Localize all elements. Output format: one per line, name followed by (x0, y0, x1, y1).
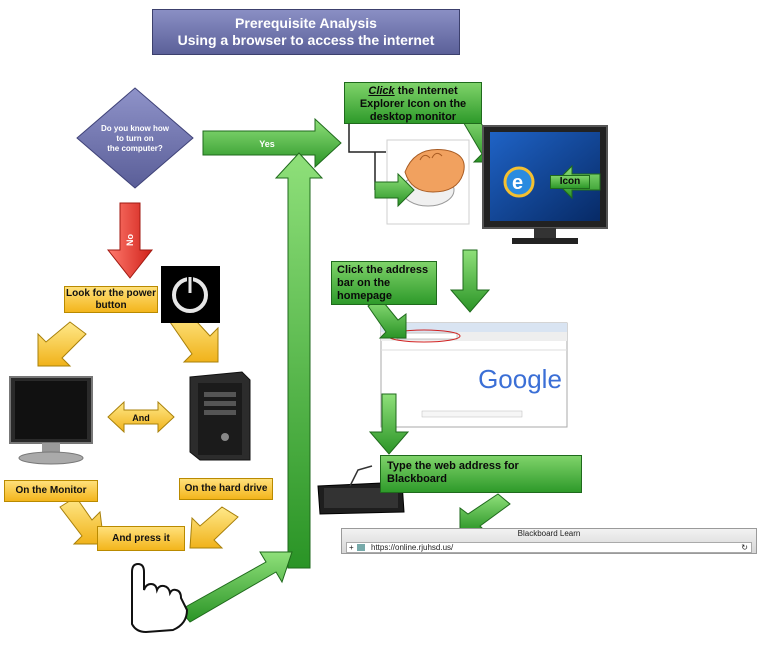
down-arrow-to-type (368, 393, 410, 455)
decision-text-1: Do you know how (101, 124, 170, 133)
page-icon (357, 544, 365, 551)
address-line-2: bar on the (337, 277, 391, 289)
label-icon: Icon (550, 175, 590, 189)
arrow-to-url-bar (459, 493, 511, 533)
ie-icon (503, 166, 535, 198)
decision-text-3: the computer? (107, 144, 163, 153)
hand-pointer-icon (131, 562, 189, 634)
down-arrow-to-address (449, 249, 491, 313)
label-click-address-bar: Click the address bar on the homepage (331, 261, 437, 305)
plus-icon[interactable]: + (349, 543, 354, 552)
label-on-the-monitor: On the Monitor (4, 480, 98, 502)
label-type-address: Type the web address for Blackboard (380, 455, 582, 493)
and-label: And (132, 413, 150, 423)
title-line-1: Prerequisite Analysis (235, 15, 377, 31)
click-ie-line2: Explorer Icon on the (359, 98, 467, 110)
yellow-arrow-from-tower (189, 506, 239, 549)
label-look-for-power: Look for the power button (64, 286, 158, 313)
arrow-to-mouse (374, 172, 415, 208)
title-box: Prerequisite Analysis Using a browser to… (152, 9, 460, 55)
label-on-the-hard-drive: On the hard drive (179, 478, 273, 500)
click-ie-line1-rest: the Internet (394, 85, 458, 97)
no-arrow (106, 202, 154, 279)
click-ie-line3: desktop monitor (369, 111, 457, 123)
label-click-ie: Click the Internet Explorer Icon on the … (344, 82, 482, 124)
click-emphasis: Click (368, 85, 395, 97)
yes-arrow (202, 117, 342, 169)
svg-text:e: e (512, 172, 523, 194)
yellow-arrow-to-monitor (37, 321, 87, 367)
and-double-arrow (107, 400, 175, 434)
google-logo: Google (478, 364, 562, 394)
url-bar-window: Blackboard Learn + https://online.rjuhsd… (341, 528, 757, 554)
keyboard-image (317, 481, 405, 515)
tall-up-arrow (274, 152, 324, 569)
url-field[interactable]: + https://online.rjuhsd.us/ ↻ (346, 542, 752, 553)
monitor-image (9, 376, 93, 465)
decision-diamond (76, 87, 194, 189)
url-text: https://online.rjuhsd.us/ (371, 543, 454, 552)
no-arrow-label: No (125, 234, 135, 246)
keyboard-cable (349, 465, 373, 487)
browser-page-image (380, 322, 568, 428)
yes-arrow-label: Yes (259, 139, 275, 149)
window-title: Blackboard Learn (517, 529, 581, 538)
address-line-3: homepage (337, 290, 393, 302)
power-button-image (161, 266, 220, 323)
label-and-press-it: And press it (97, 526, 185, 551)
hand-to-up-arrow (179, 551, 293, 623)
title-line-2: Using a browser to access the internet (177, 32, 435, 48)
address-line-1: Click the address (337, 264, 429, 276)
reload-icon[interactable]: ↻ (741, 543, 748, 552)
decision-text-2: to turn on (116, 134, 153, 143)
computer-tower-image (189, 371, 251, 461)
